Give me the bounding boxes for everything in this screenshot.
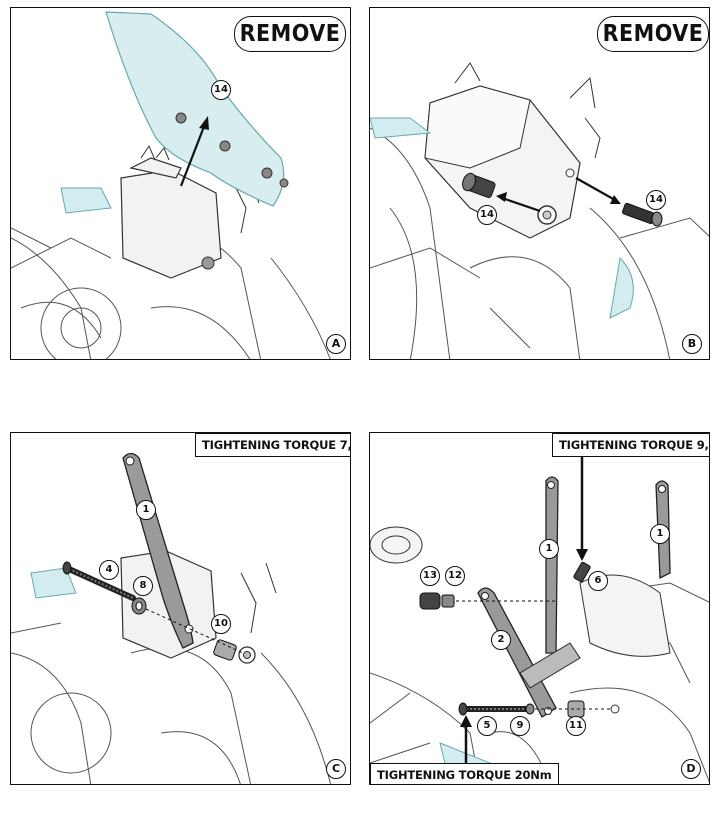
part-callout-12: 12 — [445, 566, 465, 586]
part-callout-6: 6 — [588, 571, 608, 591]
panel-a: REMOVE 14 A — [10, 7, 351, 360]
part-callout-9: 9 — [510, 716, 530, 736]
part-callout-8: 8 — [133, 576, 153, 596]
panel-d: TIGHTENING TORQUE 9,5Nm TIGHTENING TORQU… — [369, 432, 710, 785]
part-callout-1-left: 1 — [539, 539, 559, 559]
step-letter: A — [326, 334, 346, 354]
part-callout-14-left: 14 — [477, 205, 497, 225]
panel-c: TIGHTENING TORQUE 7,5Nm 1 4 8 10 C — [10, 432, 351, 785]
torque-label-7-5: TIGHTENING TORQUE 7,5Nm — [195, 433, 350, 457]
part-callout-14-right: 14 — [646, 190, 666, 210]
panel-b-illustration — [370, 62, 709, 359]
part-callout-14: 14 — [211, 80, 231, 100]
torque-label-20: TIGHTENING TORQUE 20Nm — [370, 763, 559, 784]
panel-b: REMOVE 14 14 B — [369, 7, 710, 360]
part-callout-11: 11 — [566, 716, 586, 736]
part-callout-13: 13 — [420, 566, 440, 586]
step-letter: B — [682, 334, 702, 354]
panel-a-illustration — [11, 11, 331, 359]
part-callout-4: 4 — [99, 560, 119, 580]
remove-label: REMOVE — [234, 16, 346, 52]
part-callout-10: 10 — [211, 614, 231, 634]
remove-label: REMOVE — [597, 16, 709, 52]
torque-label-9-5: TIGHTENING TORQUE 9,5Nm — [552, 433, 709, 457]
part-callout-5: 5 — [477, 716, 497, 736]
part-callout-2: 2 — [491, 630, 511, 650]
step-letter: C — [326, 759, 346, 779]
step-letter: D — [681, 759, 701, 779]
panel-c-illustration — [11, 452, 332, 784]
part-callout-1-right: 1 — [650, 524, 670, 544]
panel-d-illustration — [370, 455, 709, 784]
part-callout-1: 1 — [136, 500, 156, 520]
